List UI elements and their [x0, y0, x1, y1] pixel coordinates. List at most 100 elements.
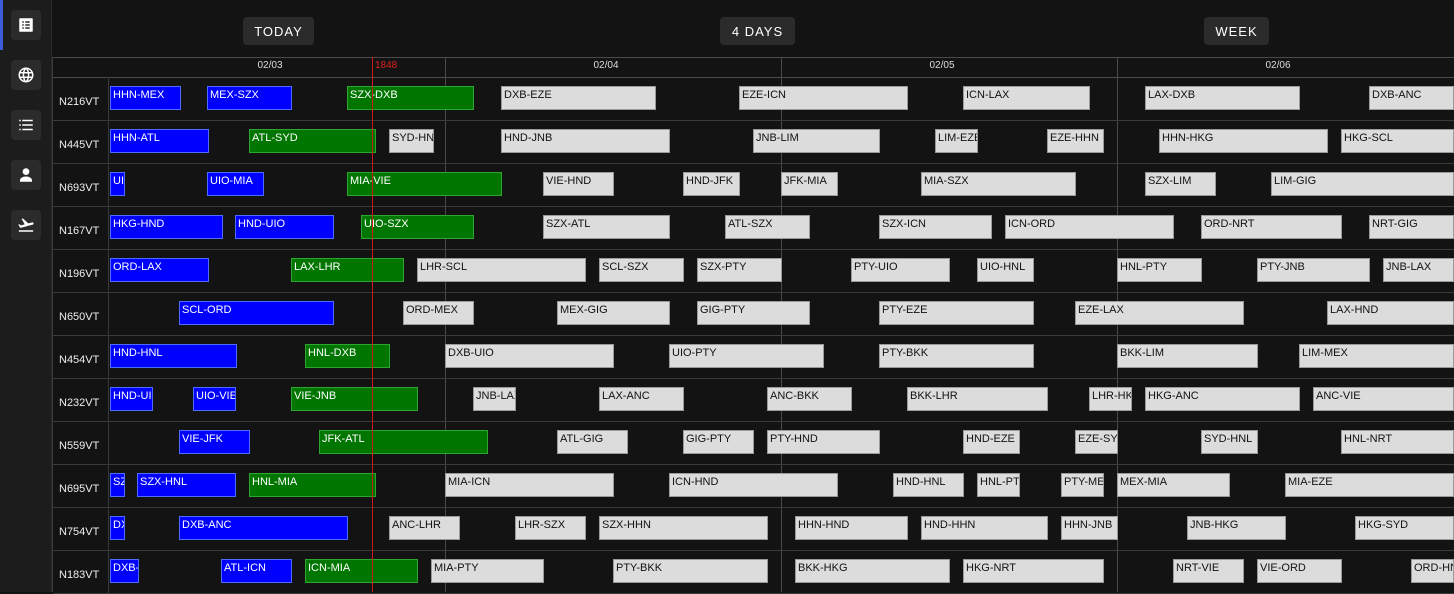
four-days-button[interactable]: 4 DAYS — [720, 17, 795, 45]
flight-block[interactable]: ICN-HND — [669, 473, 838, 497]
flight-block[interactable]: PTY-BKK — [613, 559, 768, 583]
flight-block[interactable]: BKK-LHR — [907, 387, 1048, 411]
flight-block[interactable]: PTY-BKK — [879, 344, 1034, 368]
flight-block[interactable]: DXB-ANC — [179, 516, 348, 540]
flight-block[interactable]: BKK-HKG — [795, 559, 950, 583]
flight-block[interactable]: GIG-PTY — [697, 301, 810, 325]
flight-block[interactable]: HKG-ANC — [1145, 387, 1300, 411]
flight-block[interactable]: HHN-HND — [795, 516, 908, 540]
flight-block[interactable]: EZE-ICN — [739, 86, 908, 110]
flight-block[interactable]: VIE-JFK — [179, 430, 250, 454]
flight-block[interactable]: LHR-SZX — [515, 516, 586, 540]
flight-block[interactable]: SZX-ATL — [543, 215, 670, 239]
flight-block[interactable]: SZX-DXB — [347, 86, 474, 110]
flight-block[interactable]: HND-HNL — [893, 473, 964, 497]
list-view-button[interactable] — [11, 110, 41, 140]
flight-block[interactable]: ICN-MIA — [305, 559, 418, 583]
flight-block[interactable]: LAX-DXB — [1145, 86, 1300, 110]
flight-block[interactable]: LHR-SCL — [417, 258, 586, 282]
flight-block[interactable]: JNB-HKG — [1187, 516, 1286, 540]
flight-block[interactable]: HHN-ATL — [110, 129, 209, 153]
flight-block[interactable]: ORD-HND — [1411, 559, 1454, 583]
flight-block[interactable]: SZX-HHN — [599, 516, 768, 540]
flight-block[interactable]: HHN-HKG — [1159, 129, 1328, 153]
flight-block[interactable]: ATL-GIG — [557, 430, 628, 454]
flight-block[interactable]: ORD-NRT — [1201, 215, 1342, 239]
flight-block[interactable]: NRT-VIE — [1173, 559, 1244, 583]
flight-block[interactable]: HHN-JNB — [1061, 516, 1118, 540]
flight-block[interactable]: HND-HHN — [921, 516, 1048, 540]
flight-block[interactable]: SZX — [110, 473, 125, 497]
flight-block[interactable]: SCL-SZX — [599, 258, 684, 282]
schedule-view-button[interactable] — [11, 10, 41, 40]
flight-block[interactable]: JFK-MIA — [781, 172, 838, 196]
flight-block[interactable]: ATL-SYD — [249, 129, 376, 153]
flight-block[interactable]: SCL-ORD — [179, 301, 334, 325]
flight-block[interactable]: SYD-HND — [389, 129, 434, 153]
flight-block[interactable]: VIE-ORD — [1257, 559, 1342, 583]
flight-block[interactable]: MIA-EZE — [1285, 473, 1454, 497]
flights-view-button[interactable] — [11, 210, 41, 240]
flight-block[interactable]: JNB-LAX — [1383, 258, 1454, 282]
flight-block[interactable]: GIG-PTY — [683, 430, 754, 454]
crew-view-button[interactable] — [11, 160, 41, 190]
flight-block[interactable]: BKK-LIM — [1117, 344, 1258, 368]
flight-block[interactable]: MIA-PTY — [431, 559, 544, 583]
flight-block[interactable]: UIO-MIA — [207, 172, 264, 196]
flight-block[interactable]: SZX-LIM — [1145, 172, 1216, 196]
flight-block[interactable]: LIM-EZE — [935, 129, 978, 153]
flight-block[interactable]: PTY-HND — [767, 430, 880, 454]
flight-block[interactable]: VIE-HND — [543, 172, 614, 196]
flight-block[interactable]: HND-UIO — [110, 387, 153, 411]
flight-block[interactable]: SYD-HNL — [1201, 430, 1258, 454]
flight-block[interactable]: UIO — [110, 172, 125, 196]
flight-block[interactable]: SZX-ICN — [879, 215, 992, 239]
flight-block[interactable]: EZE-LAX — [1075, 301, 1244, 325]
flight-block[interactable]: SZX-PTY — [697, 258, 782, 282]
flight-block[interactable]: JFK-ATL — [319, 430, 488, 454]
flight-block[interactable]: MIA-ICN — [445, 473, 614, 497]
flight-block[interactable]: ANC-LHR — [389, 516, 460, 540]
flight-block[interactable]: HKG-HND — [110, 215, 223, 239]
flight-block[interactable]: DXB-EZE — [501, 86, 656, 110]
flight-block[interactable]: LAX-LHR — [291, 258, 404, 282]
flight-block[interactable]: VIE-JNB — [291, 387, 418, 411]
flight-block[interactable]: DXB — [110, 516, 125, 540]
flight-block[interactable]: LAX-HND — [1327, 301, 1454, 325]
flight-block[interactable]: UIO-HNL — [977, 258, 1034, 282]
flight-block[interactable]: ICN-LAX — [963, 86, 1090, 110]
flight-block[interactable]: HKG-SCL — [1341, 129, 1454, 153]
flight-block[interactable]: DXB-ANC — [1369, 86, 1454, 110]
flight-block[interactable]: MIA-VIE — [347, 172, 502, 196]
flight-block[interactable]: ANC-VIE — [1313, 387, 1454, 411]
flight-block[interactable]: PTY-MEX — [1061, 473, 1104, 497]
flight-block[interactable]: HND-EZE — [963, 430, 1020, 454]
flight-block[interactable]: PTY-UIO — [851, 258, 950, 282]
flight-block[interactable]: ATL-SZX — [725, 215, 810, 239]
flight-block[interactable]: MEX-GIG — [557, 301, 670, 325]
flight-block[interactable]: JNB-LAX — [473, 387, 516, 411]
today-button[interactable]: TODAY — [243, 17, 314, 45]
flight-block[interactable]: ORD-MEX — [403, 301, 474, 325]
flight-block[interactable]: NRT-GIG — [1369, 215, 1454, 239]
flight-block[interactable]: HKG-SYD — [1355, 516, 1454, 540]
flight-block[interactable]: HND-HNL — [110, 344, 237, 368]
map-view-button[interactable] — [11, 60, 41, 90]
flight-block[interactable]: JNB-LIM — [753, 129, 880, 153]
flight-block[interactable]: PTY-JNB — [1257, 258, 1370, 282]
flight-block[interactable]: LIM-MEX — [1299, 344, 1454, 368]
flight-block[interactable]: LAX-ANC — [599, 387, 684, 411]
flight-block[interactable]: LIM-GIG — [1271, 172, 1454, 196]
flight-block[interactable]: MEX-MIA — [1117, 473, 1230, 497]
flight-block[interactable]: EZE-SYD — [1075, 430, 1118, 454]
flight-block[interactable]: PTY-EZE — [879, 301, 1034, 325]
flight-block[interactable]: DXB-UIO — [445, 344, 614, 368]
week-button[interactable]: WEEK — [1204, 17, 1269, 45]
flight-block[interactable]: MIA-SZX — [921, 172, 1076, 196]
flight-block[interactable]: HND-JFK — [683, 172, 740, 196]
flight-block[interactable]: DXB-ATL — [110, 559, 139, 583]
flight-block[interactable]: ATL-ICN — [221, 559, 292, 583]
flight-block[interactable]: UIO-SZX — [361, 215, 474, 239]
flight-block[interactable]: LHR-HKG — [1089, 387, 1132, 411]
flight-block[interactable]: HNL-PTY — [977, 473, 1020, 497]
